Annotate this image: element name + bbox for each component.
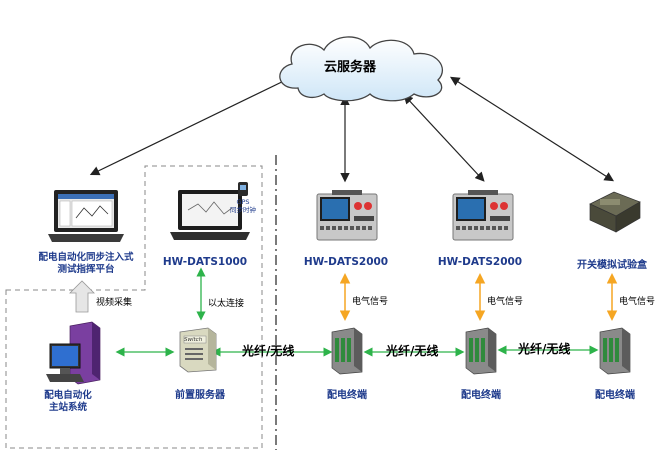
terminal-c-label: 配电终端 [595,390,635,401]
cloud-label: 云服务器 [324,60,377,75]
video-label: 视频采集 [96,298,133,308]
cloud-shape [279,36,444,102]
laptop-icon [48,190,124,242]
switchbox-device [586,190,642,238]
terminal-c-device [598,326,632,380]
server-icon [179,327,217,373]
hw2000b-device [452,190,514,246]
desktop-pc-icon [46,321,101,385]
tester-icon [316,190,378,241]
elec-c-label: 电气信号 [619,297,656,307]
switch-text: Switch [184,337,203,343]
elec-b-label: 电气信号 [487,297,524,307]
switchbox-label: 开关模拟试验盒 [577,260,647,271]
hw1000-laptop [168,188,252,248]
terminal-b-device [464,326,498,380]
gps-device [236,180,250,202]
master-label: 配电自动化 主站系统 [44,390,92,413]
elec-a-label: 电气信号 [352,297,389,307]
gps-label: GPS 同步时钟 [230,198,256,214]
terminal-a-device [330,326,364,380]
cabinet-icon [465,327,497,375]
link-cloud-platform [89,76,293,176]
front-server-label: 前置服务器 [175,390,225,401]
fiber-c-label: 光纤/无线 [518,342,571,356]
fiber-a-label: 光纤/无线 [242,344,295,358]
fiber-b-label: 光纤/无线 [386,344,439,358]
hw1000-label: HW-DATS1000 [162,256,248,268]
gps-icon [238,182,248,196]
laptop-icon [170,190,250,240]
platform-laptop [46,188,126,250]
link-cloud-hw2000b [403,94,485,182]
terminal-b-label: 配电终端 [461,390,501,401]
hw2000b-label: HW-DATS2000 [437,256,523,268]
case-icon [589,191,641,233]
platform-label: 配电自动化同步注入式 测试指挥平台 [38,252,134,275]
video-arrow [69,280,95,313]
cabinet-icon [599,327,631,375]
front-server-device [176,326,220,378]
cabinet-icon [331,327,363,375]
ethernet-label: 以太连接 [208,299,245,309]
hw2000a-device [316,190,378,246]
hw2000a-label: HW-DATS2000 [303,256,389,268]
master-pc [44,321,106,392]
link-cloud-switchbox [449,76,615,182]
tester-icon [452,190,514,241]
terminal-a-label: 配电终端 [327,390,367,401]
